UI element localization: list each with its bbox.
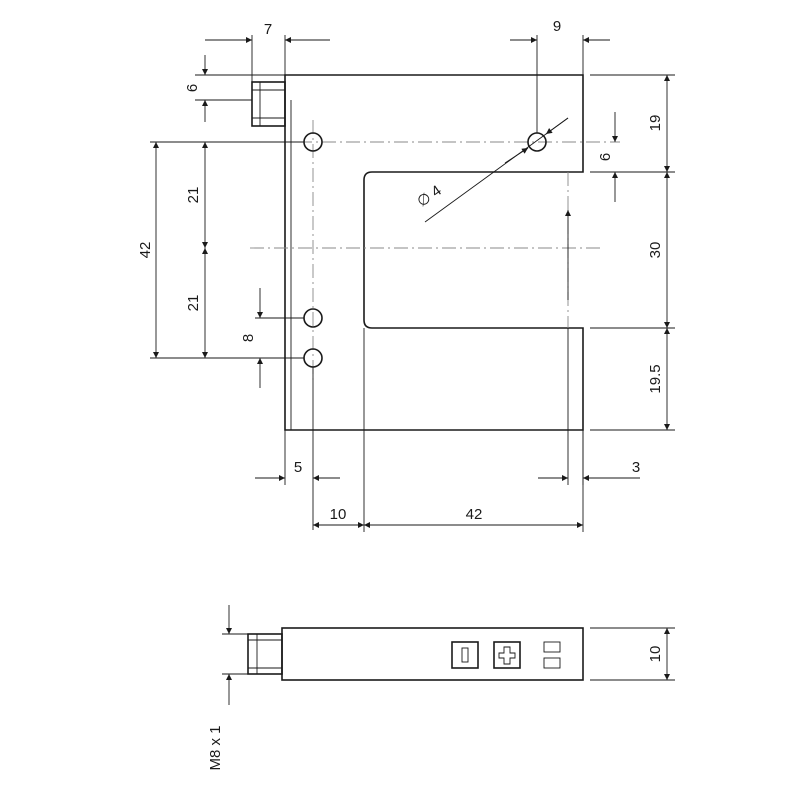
dim-bottom-arm-height: 19.5 [590,328,675,431]
dim-thread: M8 x 1 [207,605,248,771]
dim-label: 9 [553,18,561,35]
dim-hole-diameter: ∅ 4 [414,117,569,223]
dim-lower-hole-gap: 8 [240,288,304,388]
dim-label: 21 [185,187,202,204]
dim-slot-width: 30 [590,172,675,329]
dim-hole-spacing-lower: 21 [185,248,208,358]
dim-hole-to-slot: 6 [597,112,618,202]
connector-stub [251,81,286,127]
dim-label: ∅ 4 [414,182,445,211]
dim-hole-spacing-total: 42 [137,141,304,359]
dim-top-arm-height: 19 [590,74,675,173]
dim-connector-offset: 7 [205,21,330,82]
led-indicator-icon [543,641,561,669]
dim-label: 10 [647,646,664,663]
dim-back-width: 10 [313,328,584,532]
dim-label: 42 [466,506,483,523]
side-connector [247,633,283,675]
dim-label: 5 [294,459,302,476]
dim-label: 42 [137,242,154,259]
plus-button-icon [493,641,521,669]
dim-label: 30 [647,242,664,259]
dim-hole-offset-right: 9 [510,18,610,133]
dim-edge-to-hole: 5 [255,367,340,530]
body-left-step [284,75,292,430]
minus-button-icon [451,641,479,669]
dim-hole-spacing-upper: 21 [185,142,208,248]
dim-side-thickness: 10 [590,627,675,681]
dim-slot-depth-offset: 3 [538,328,640,485]
dim-label: 6 [184,84,201,92]
side-body-outline [281,627,584,681]
dim-label: 7 [264,21,272,38]
dim-connector-height: 6 [184,55,285,122]
sensor-body-outline [284,74,584,431]
dim-label: 19.5 [647,364,664,393]
side-view: 10 M8 x 1 [207,605,675,771]
dim-label: 19 [647,115,664,132]
dim-slot-length: 42 [364,506,583,528]
dim-label: 10 [330,506,347,523]
dim-label: 3 [632,459,640,476]
dim-label: 8 [240,334,257,342]
top-view: 7 9 6 42 21 [137,18,675,532]
dim-label: 6 [597,153,614,161]
dim-label: M8 x 1 [207,725,224,770]
dim-label: 21 [185,295,202,312]
